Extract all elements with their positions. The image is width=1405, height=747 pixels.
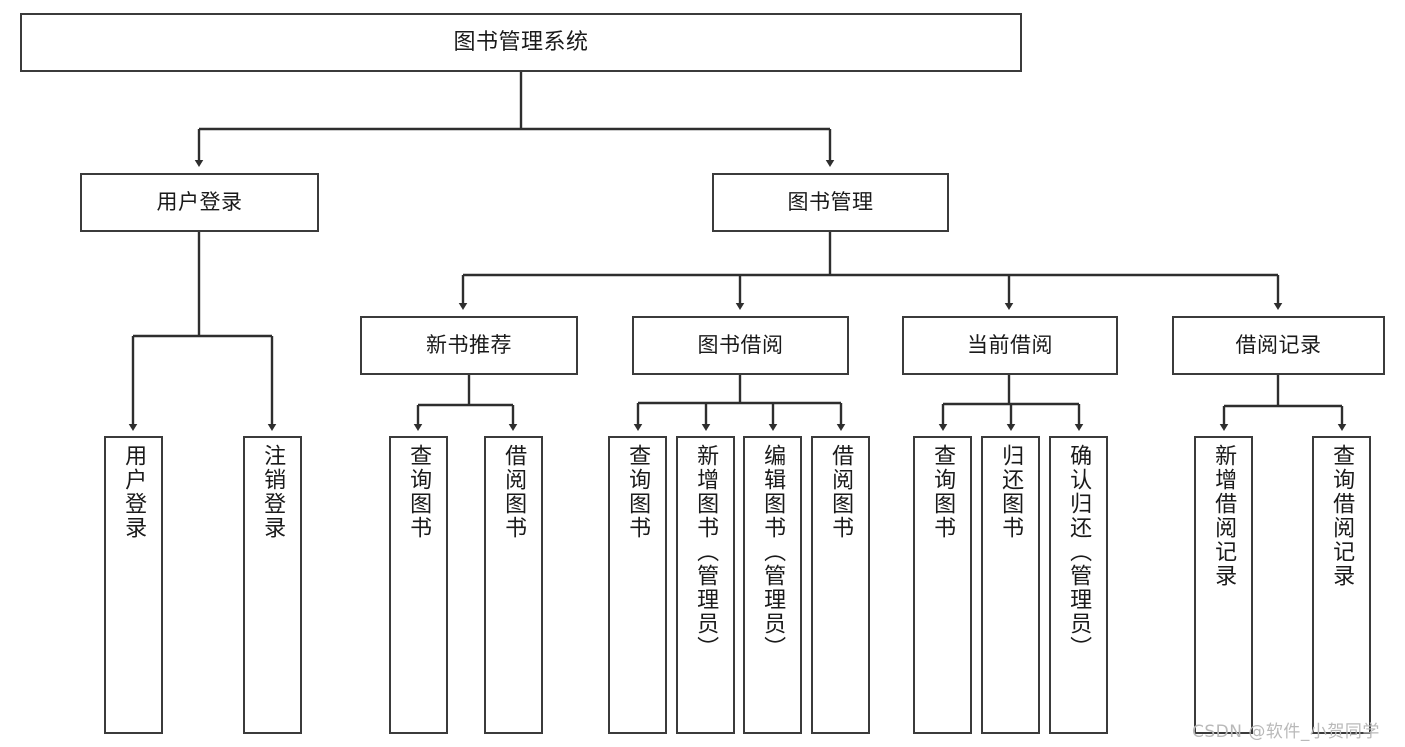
node-label: 用户登录 [121, 444, 147, 540]
node-label: 借阅图书 [828, 444, 854, 540]
node-new-book-recommend[interactable]: 新书推荐 [360, 316, 578, 375]
node-current-borrow[interactable]: 当前借阅 [902, 316, 1118, 375]
node-label: 归还图书 [998, 444, 1024, 540]
node-label: 图书借阅 [697, 333, 784, 358]
node-label: 图书管理 [787, 190, 874, 215]
leaf-current-confirm-return-admin[interactable]: 确认归还（管理员） [1049, 436, 1108, 734]
node-book-borrow[interactable]: 图书借阅 [632, 316, 849, 375]
node-label: 图书管理系统 [453, 29, 589, 55]
node-label: 确认归还（管理员） [1066, 444, 1092, 660]
node-label: 新增借阅记录 [1211, 444, 1237, 588]
csdn-watermark: CSDN @软件_小贺同学 [1192, 722, 1380, 742]
node-label: 当前借阅 [967, 333, 1053, 358]
leaf-recommend-query-book[interactable]: 查询图书 [389, 436, 448, 734]
leaf-borrow-borrow-book[interactable]: 借阅图书 [811, 436, 870, 734]
node-user-login[interactable]: 用户登录 [80, 173, 319, 232]
node-label: 注销登录 [260, 444, 286, 540]
leaf-user-login-login[interactable]: 用户登录 [104, 436, 163, 734]
node-label: 查询图书 [625, 444, 651, 540]
leaf-recommend-borrow-book[interactable]: 借阅图书 [484, 436, 543, 734]
node-label: 编辑图书（管理员） [760, 444, 786, 660]
leaf-record-add-record[interactable]: 新增借阅记录 [1194, 436, 1253, 734]
node-label: 新增图书（管理员） [693, 444, 719, 660]
leaf-borrow-add-book-admin[interactable]: 新增图书（管理员） [676, 436, 735, 734]
node-root-system[interactable]: 图书管理系统 [20, 13, 1022, 72]
leaf-record-query-record[interactable]: 查询借阅记录 [1312, 436, 1371, 734]
node-label: 用户登录 [156, 190, 243, 215]
node-book-management[interactable]: 图书管理 [712, 173, 949, 232]
leaf-current-return-book[interactable]: 归还图书 [981, 436, 1040, 734]
leaf-user-login-logout[interactable]: 注销登录 [243, 436, 302, 734]
node-label: 查询图书 [930, 444, 956, 540]
leaf-borrow-query-book[interactable]: 查询图书 [608, 436, 667, 734]
node-label: 借阅记录 [1235, 333, 1322, 358]
node-label: 借阅图书 [501, 444, 527, 540]
leaf-current-query-book[interactable]: 查询图书 [913, 436, 972, 734]
node-label: 新书推荐 [426, 333, 512, 358]
node-borrow-record[interactable]: 借阅记录 [1172, 316, 1385, 375]
leaf-borrow-edit-book-admin[interactable]: 编辑图书（管理员） [743, 436, 802, 734]
node-label: 查询借阅记录 [1329, 444, 1355, 588]
node-label: 查询图书 [406, 444, 432, 540]
